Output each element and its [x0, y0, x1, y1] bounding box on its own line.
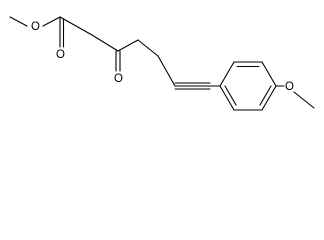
ester-carbonyl-oxygen-label: O: [56, 49, 65, 61]
methyl-o-bond: [9, 16, 28, 27]
ester-ch2-bond: [59, 16, 93, 36]
ch2-ch2-bond: [137, 39, 159, 57]
ring-inner-bond-3: [224, 85, 237, 106]
o-methyl-bond: [293, 91, 315, 109]
ester-single-oxygen-label: O: [31, 21, 40, 33]
ch2-ketone-bond: [91, 34, 119, 52]
ketone-oxygen-label: O: [114, 73, 123, 85]
ring-bond-6: [219, 85, 235, 111]
methoxy-oxygen-label: O: [285, 81, 294, 93]
o-ester-carbon-bond: [42, 16, 61, 27]
ring-bond-3: [261, 61, 277, 87]
ketone-ch2-bond: [117, 39, 139, 52]
ch2-alkyne-bond: [157, 55, 176, 87]
molecular-structure: O O O O: [9, 16, 315, 111]
ring-bond-4: [261, 85, 277, 111]
ring-inner-bond-2: [259, 85, 272, 106]
ring-bond-1: [219, 61, 235, 87]
